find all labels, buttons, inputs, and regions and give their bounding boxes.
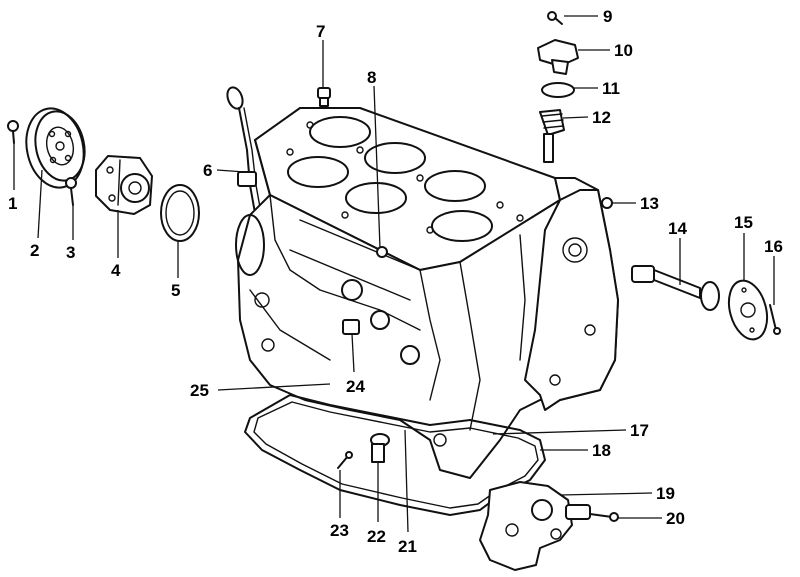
part-shaft-14: [631, 265, 720, 311]
callout-9: 9: [603, 7, 612, 26]
callout-23: 23: [330, 521, 349, 540]
part-engine-block: [235, 107, 619, 479]
part-water-pump-4: [95, 155, 153, 215]
part-bolt-16: [769, 304, 781, 335]
callout-labels: 1 2 3 4 5 6 7 8 9 10 11 12 13 14 15 16 1…: [8, 7, 783, 556]
part-oring-11: [541, 82, 575, 98]
callout-21: 21: [398, 537, 417, 556]
part-bolt-23: [337, 451, 353, 469]
callout-13: 13: [640, 194, 659, 213]
part-sensor-24: [342, 319, 360, 335]
callout-20: 20: [666, 509, 685, 528]
part-oil-jet-8: [376, 246, 388, 258]
part-sensor-7: [317, 87, 331, 107]
callout-2: 2: [30, 241, 39, 260]
callout-12: 12: [592, 108, 611, 127]
part-gear-12: [539, 109, 565, 163]
callout-24: 24: [346, 377, 365, 396]
callout-6: 6: [203, 161, 212, 180]
callout-7: 7: [316, 22, 325, 41]
callout-5: 5: [171, 281, 180, 300]
part-bolt-1: [7, 120, 19, 144]
callout-1: 1: [8, 194, 17, 213]
callout-19: 19: [656, 484, 675, 503]
part-strainer-22: [370, 433, 390, 463]
callout-3: 3: [66, 243, 75, 262]
callout-14: 14: [668, 219, 687, 238]
callout-22: 22: [367, 527, 386, 546]
part-pulley-2: [25, 107, 86, 189]
part-plug-13: [601, 197, 613, 209]
part-plate-15: [727, 279, 769, 341]
part-screw-9: [547, 11, 563, 25]
callout-8: 8: [367, 68, 376, 87]
part-bolt-20: [589, 512, 619, 522]
part-oil-filter-bracket-19: [479, 481, 591, 571]
callout-10: 10: [614, 41, 633, 60]
callout-15: 15: [734, 213, 753, 232]
callout-16: 16: [764, 237, 783, 256]
callout-4: 4: [111, 261, 121, 280]
part-cover-10: [537, 39, 579, 75]
callout-18: 18: [592, 441, 611, 460]
part-bolt-3: [65, 177, 77, 206]
callout-11: 11: [602, 79, 620, 98]
part-gasket-5: [160, 184, 200, 242]
callout-17: 17: [630, 421, 649, 440]
callout-25: 25: [190, 381, 209, 400]
leader-lines: [13, 15, 775, 533]
